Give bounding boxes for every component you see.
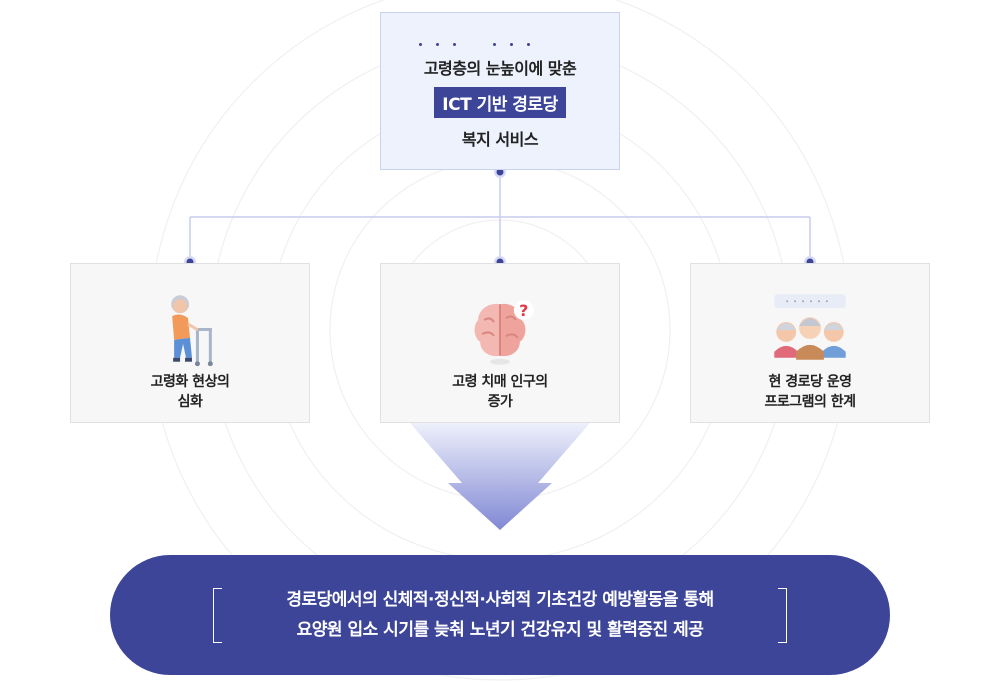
down-arrow-icon xyxy=(410,423,590,530)
card-aging: 고령화 현상의 심화 xyxy=(70,263,310,423)
top-box-line1: 고령층의 눈높이에 맞춘 xyxy=(423,59,577,78)
elderly-walker-icon xyxy=(171,295,213,367)
result-line2: 요양원 입소 시기를 늦춰 노년기 건강유지 및 활력증진 제공 xyxy=(296,620,704,640)
emphasis-dots xyxy=(381,43,619,53)
right-bracket xyxy=(778,588,787,643)
card-label-line: 고령화 현상의 xyxy=(150,374,230,390)
brain-question-icon: ? xyxy=(474,300,534,365)
senior-group-chat-icon xyxy=(774,294,846,360)
card-dementia: ? 고령 치매 인구의 증가 xyxy=(380,263,620,423)
card-label-line: 고령 치매 인구의 xyxy=(452,374,548,390)
card-label-line: 증가 xyxy=(487,394,513,410)
left-bracket xyxy=(213,588,222,643)
card-label-line: 심화 xyxy=(177,394,203,410)
svg-text:?: ? xyxy=(519,301,528,320)
top-box-line3: 복지 서비스 xyxy=(461,130,539,149)
card-program-limit: 현 경로당 운영 프로그램의 한계 xyxy=(690,263,930,423)
card-label-line: 현 경로당 운영 xyxy=(768,374,852,390)
card-label-line: 프로그램의 한계 xyxy=(764,394,856,410)
top-box-highlight: ICT 기반 경로당 xyxy=(434,87,566,118)
top-concept-box: 고령층의 눈높이에 맞춘 ICT 기반 경로당 복지 서비스 xyxy=(380,12,620,170)
result-banner: 경로당에서의 신체적·정신적·사회적 기초건강 예방활동을 통해 요양원 입소 … xyxy=(110,555,890,675)
result-line1: 경로당에서의 신체적·정신적·사회적 기초건강 예방활동을 통해 xyxy=(286,590,714,610)
